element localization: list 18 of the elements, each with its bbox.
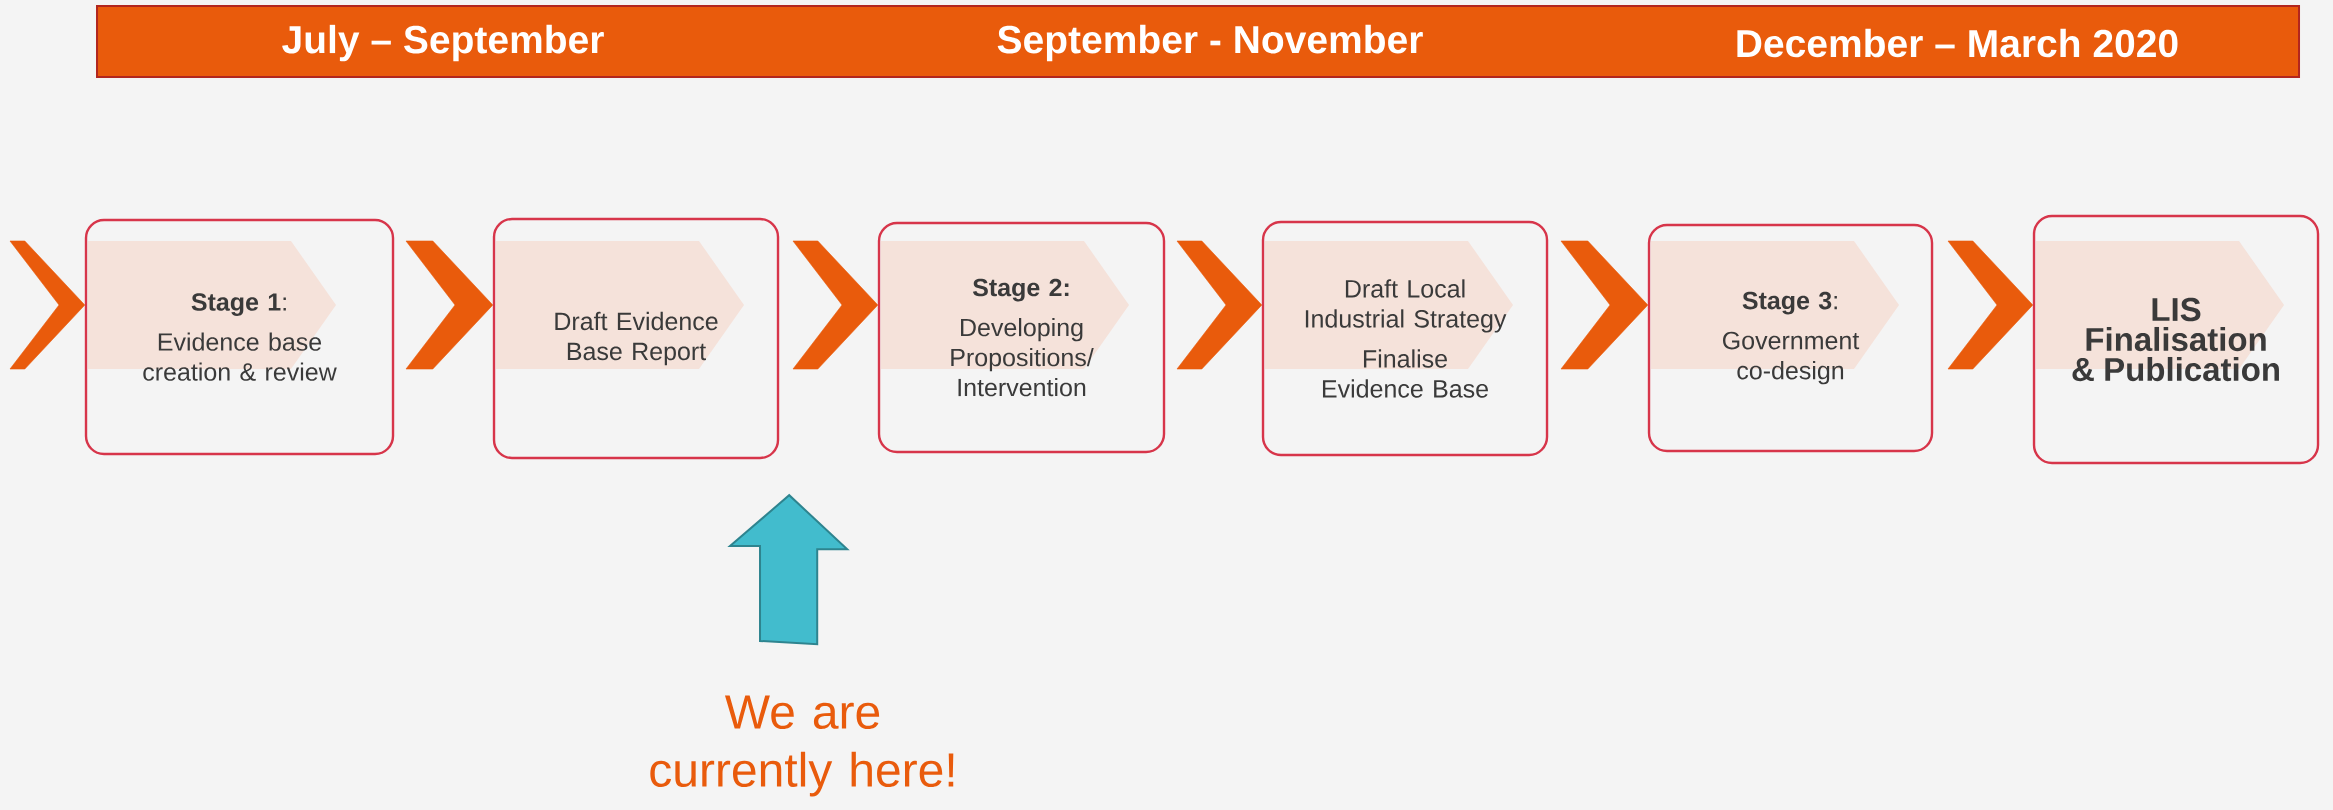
chevron-arrow [1947,240,2034,370]
stage-box: LIS Finalisation & Publication [2032,214,2320,465]
stage-box: Draft Evidence Base Report [492,217,780,460]
block-arrow [727,493,850,646]
date-range: September - November [997,24,1423,62]
chevron-arrow [1560,240,1649,370]
date-range: July – September [282,24,604,62]
stage-box: Stage 3: Government co-design [1647,223,1934,453]
stage-box: Draft Local Industrial Strategy Finalise Evidence Base [1261,220,1549,457]
stage-box: Stage 1: Evidence base creation & review [84,218,395,456]
chevron-arrow [792,240,879,370]
chevron-arrow [405,240,494,370]
annotation-text: We are currently here! [650,695,954,797]
stage-box: Stage 2: Developing Propositions/ Intervention [877,221,1166,454]
date-range: December – March 2020 [1737,28,2178,58]
header-bar [96,5,2300,78]
chevron-arrow [1176,240,1263,370]
chevron-arrow [9,240,86,370]
